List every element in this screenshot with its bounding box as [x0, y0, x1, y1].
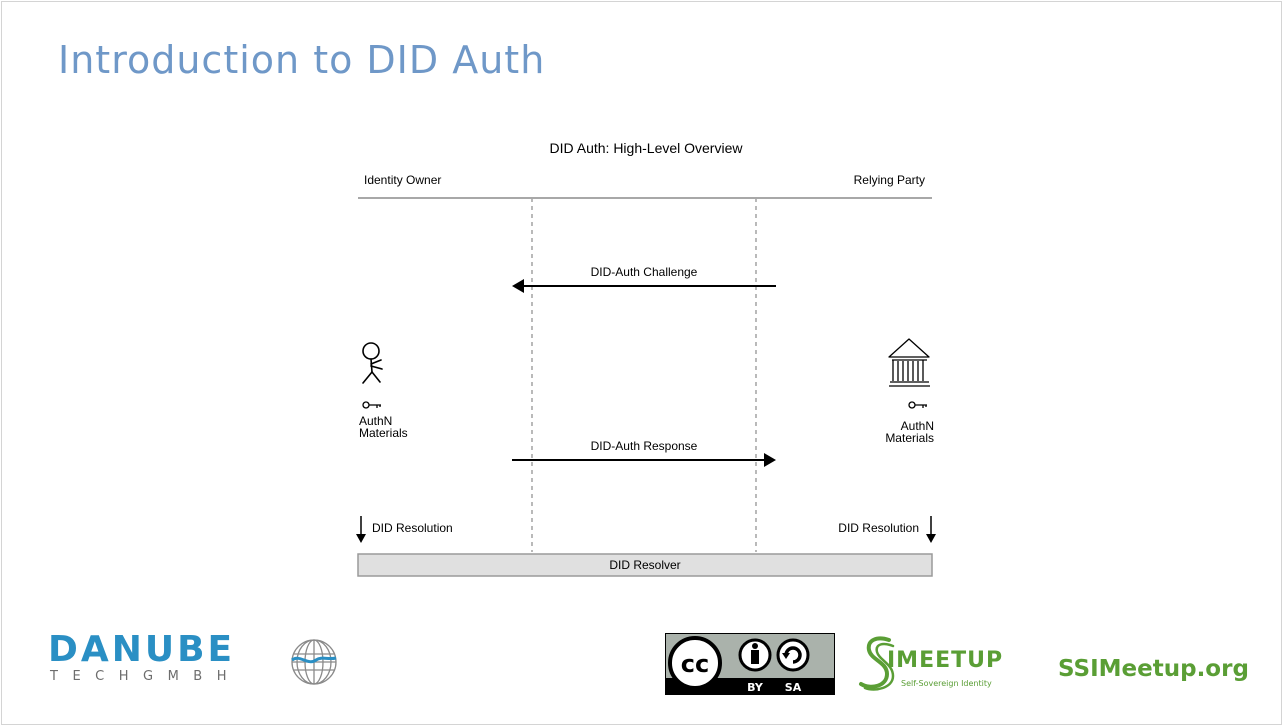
diagram-title: DID Auth: High-Level Overview: [550, 140, 744, 156]
key-icon-right: [908, 401, 927, 409]
danube-subtitle: TECHGMBH: [50, 669, 241, 684]
did-resolver-bar: [357, 553, 933, 577]
response-arrow: [512, 453, 776, 467]
did-resolver-label: DID Resolver: [609, 558, 680, 572]
ssi-meetup-wordmark: IMEETUP: [887, 648, 1004, 673]
cc-by-sa-badge: cc BY SA: [665, 633, 835, 695]
right-resolution-arrow: [926, 516, 936, 543]
person-icon: [362, 342, 383, 384]
challenge-label: DID-Auth Challenge: [591, 265, 698, 279]
ssi-tagline: Self-Sovereign Identity: [901, 679, 992, 688]
key-icon: [362, 401, 381, 409]
globe-icon: [291, 639, 337, 685]
left-materials-line2: Materials: [359, 426, 408, 440]
cc-by-label: BY: [747, 681, 764, 694]
slide-title: Introduction to DID Auth: [58, 38, 546, 82]
right-materials-line1: AuthN: [901, 419, 934, 433]
right-materials-line2: Materials: [885, 431, 934, 445]
ssi-meetup-url[interactable]: SSIMeetup.org: [1058, 656, 1249, 682]
cc-icon: cc: [668, 636, 722, 690]
share-alike-icon: [776, 638, 810, 672]
svg-text:cc: cc: [681, 650, 709, 678]
attribution-icon: [738, 638, 772, 672]
ssi-s-mark-icon: [859, 636, 895, 691]
relying-party-label: Relying Party: [854, 173, 925, 187]
identity-owner-label: Identity Owner: [364, 173, 441, 187]
cc-sa-label: SA: [785, 681, 802, 694]
ssi-meetup-logo: IMEETUP Self-Sovereign Identity: [857, 634, 1022, 694]
danube-wordmark: DANUBE: [48, 629, 236, 670]
right-resolution-label: DID Resolution: [838, 521, 919, 535]
left-materials-line1: AuthN: [359, 414, 392, 428]
response-label: DID-Auth Response: [591, 439, 698, 453]
left-resolution-arrow: [356, 516, 366, 543]
bank-building-icon: [888, 338, 930, 387]
left-resolution-label: DID Resolution: [372, 521, 453, 535]
challenge-arrow: [512, 279, 776, 293]
danube-tech-logo: DANUBE TECHGMBH: [48, 632, 343, 688]
